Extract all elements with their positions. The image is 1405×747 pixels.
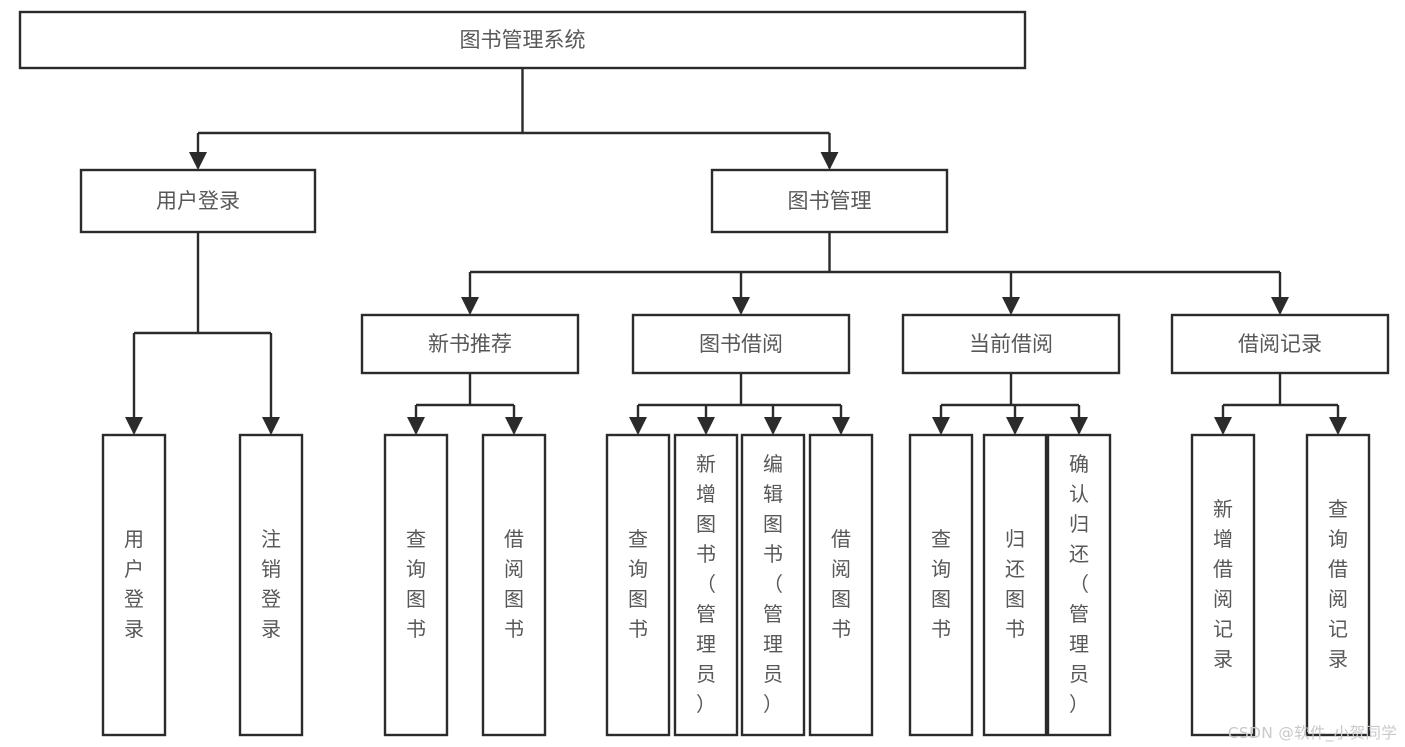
node-label: 查询图书 xyxy=(406,527,426,641)
node-label: 查询图书 xyxy=(931,527,951,641)
edge-layer xyxy=(125,68,1347,435)
node-leaf-add-record[interactable]: 新增借阅记录 xyxy=(1190,433,1256,737)
node-user-login[interactable]: 用户登录 xyxy=(79,168,317,234)
node-label: 图书管理系统 xyxy=(460,28,586,52)
edge-group-borrow-record xyxy=(1214,373,1347,435)
node-label: 新书推荐 xyxy=(428,332,512,356)
node-label: 借阅记录 xyxy=(1238,332,1322,356)
node-label: 新增借阅记录 xyxy=(1213,497,1233,671)
node-label: 注销登录 xyxy=(261,527,281,641)
node-label: 编辑图书（管理员） xyxy=(763,452,783,716)
node-leaf-borrow-book-2[interactable]: 借阅图书 xyxy=(808,433,874,737)
node-borrow-record[interactable]: 借阅记录 xyxy=(1170,313,1390,375)
node-label: 图书借阅 xyxy=(699,332,783,356)
node-label: 查询借阅记录 xyxy=(1328,497,1348,671)
node-current-borrow[interactable]: 当前借阅 xyxy=(901,313,1121,375)
edge-group-current-borrow xyxy=(932,373,1088,435)
node-label: 确认归还（管理员） xyxy=(1069,452,1089,716)
node-leaf-confirm-return[interactable]: 确认归还（管理员） xyxy=(1046,433,1112,737)
edge-group-user-login xyxy=(125,232,280,435)
node-leaf-borrow-book-1[interactable]: 借阅图书 xyxy=(481,433,547,737)
edge-group-book-manage xyxy=(461,232,1289,315)
node-leaf-user-login[interactable]: 用户登录 xyxy=(101,433,167,737)
node-leaf-return-book[interactable]: 归还图书 xyxy=(982,433,1048,737)
node-book-manage[interactable]: 图书管理 xyxy=(710,168,949,234)
node-leaf-query-book-1[interactable]: 查询图书 xyxy=(383,433,449,737)
node-label: 查询图书 xyxy=(628,527,648,641)
node-book-borrow[interactable]: 图书借阅 xyxy=(631,313,851,375)
edge-group-root xyxy=(189,68,839,170)
node-label: 当前借阅 xyxy=(969,332,1053,356)
node-leaf-query-record[interactable]: 查询借阅记录 xyxy=(1305,433,1371,737)
node-label: 用户登录 xyxy=(124,527,144,641)
node-leaf-edit-book[interactable]: 编辑图书（管理员） xyxy=(740,433,806,737)
node-leaf-add-book[interactable]: 新增图书（管理员） xyxy=(673,433,739,737)
node-leaf-query-book-2[interactable]: 查询图书 xyxy=(605,433,671,737)
edge-group-new-book-recommend xyxy=(407,373,523,435)
node-label: 借阅图书 xyxy=(504,527,524,641)
node-leaf-logout[interactable]: 注销登录 xyxy=(238,433,304,737)
node-new-book-recommend[interactable]: 新书推荐 xyxy=(360,313,580,375)
node-label: 归还图书 xyxy=(1005,527,1025,641)
node-label: 借阅图书 xyxy=(831,527,851,641)
node-leaf-query-book-3[interactable]: 查询图书 xyxy=(908,433,974,737)
node-label: 新增图书（管理员） xyxy=(696,452,716,716)
node-label: 图书管理 xyxy=(788,189,872,213)
node-layer: 图书管理系统用户登录图书管理新书推荐图书借阅当前借阅借阅记录用户登录注销登录查询… xyxy=(18,10,1390,737)
edge-group-book-borrow xyxy=(629,373,850,435)
node-root-图书管理系统[interactable]: 图书管理系统 xyxy=(18,10,1027,70)
node-label: 用户登录 xyxy=(156,189,240,213)
csdn-watermark: CSDN @软件_小贺同学 xyxy=(1227,724,1397,742)
